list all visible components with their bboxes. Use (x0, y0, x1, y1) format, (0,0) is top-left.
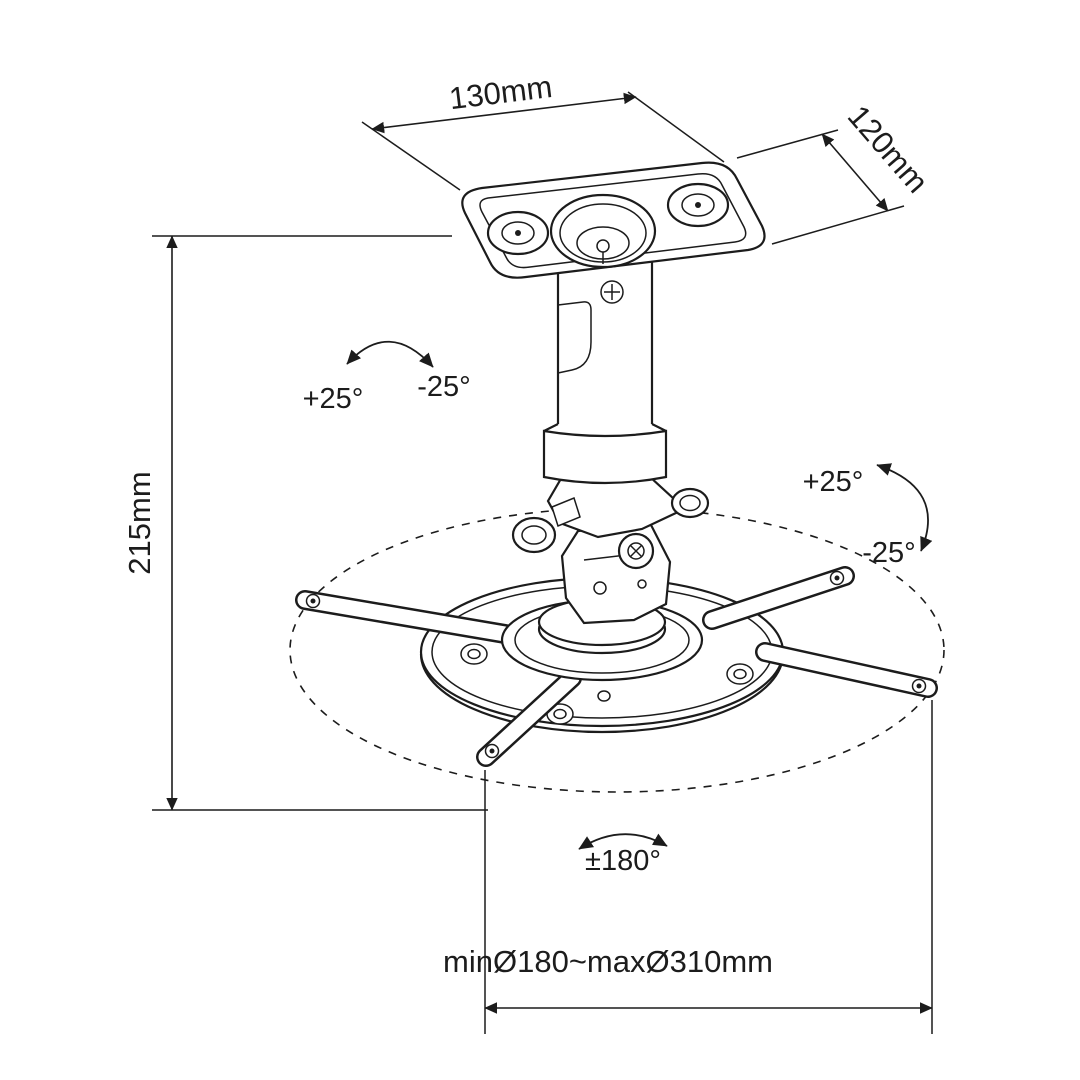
left-tilt-knob (511, 496, 581, 554)
side-tilt-annotation: +25° -25° (803, 463, 933, 569)
column-screw (600, 280, 624, 304)
arm-lower-left (476, 668, 582, 767)
arm-right (755, 642, 938, 698)
top-tilt-annotation: +25° -25° (303, 340, 471, 415)
plate-boss-left (486, 210, 550, 256)
plate-screw (546, 703, 574, 725)
center-cup (549, 193, 657, 269)
tilt-bracket (560, 521, 672, 625)
rotation-circle-dashed (289, 507, 945, 793)
plate-pin (597, 690, 611, 702)
column-slot (557, 301, 592, 374)
swivel-arrow (578, 833, 668, 850)
spider-arms (295, 566, 938, 767)
support-column (556, 255, 654, 424)
top-tilt-minus-label: -25° (417, 371, 471, 403)
dimension-diameter-range: minØ180~maxØ310mm (443, 700, 933, 1034)
arm-upper-left (295, 590, 515, 644)
plate-screw (726, 663, 754, 685)
side-tilt-arrow (876, 463, 933, 552)
side-tilt-plus-label: +25° (803, 466, 864, 498)
pivot-screw (617, 532, 655, 570)
plate-screw (460, 643, 488, 665)
dim-label-plate-depth: 120mm (841, 99, 935, 200)
side-tilt-minus-label: -25° (862, 537, 916, 569)
top-tilt-plus-label: +25° (303, 383, 364, 415)
swivel-annotation: ±180° (578, 833, 668, 877)
top-tilt-arrow (346, 340, 434, 368)
plate-boss-right (666, 182, 730, 228)
dimension-120mm: 120mm (736, 99, 935, 245)
swivel-range-label: ±180° (585, 845, 661, 877)
arm-upper-right (702, 566, 855, 630)
dimension-215mm: 215mm (122, 235, 488, 811)
column-collar (542, 423, 668, 485)
right-tilt-knob (670, 487, 710, 519)
dim-label-height: 215mm (122, 471, 157, 574)
ceiling-plate (461, 161, 766, 279)
dim-label-diameter-range: minØ180~maxØ310mm (443, 944, 773, 979)
